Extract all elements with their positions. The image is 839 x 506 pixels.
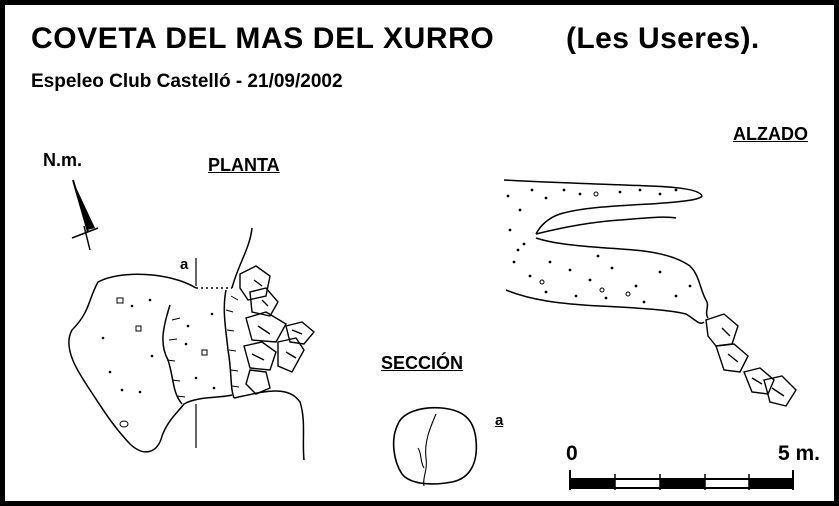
- elevation-boulders: [705, 313, 797, 407]
- elevation-view: [503, 179, 797, 407]
- section-mark-section: a: [495, 412, 504, 429]
- map-location: (Les Useres).: [566, 22, 760, 55]
- map-title: COVETA DEL MAS DEL XURRO: [31, 22, 495, 55]
- plan-label: PLANTA: [208, 155, 280, 175]
- map-subtitle: Espeleo Club Castelló - 21/09/2002: [31, 71, 343, 92]
- scale-start-label: 0: [566, 442, 578, 465]
- north-arrow-icon: [71, 179, 99, 251]
- scale-bar: [569, 470, 794, 490]
- plan-view: [68, 227, 315, 461]
- section-view: [392, 406, 478, 487]
- section-mark-plan: a: [180, 256, 189, 273]
- plan-boulders: [239, 265, 315, 395]
- scale-end-label: 5 m.: [778, 442, 821, 465]
- north-label: N.m.: [43, 150, 83, 170]
- section-label: SECCIÓN: [381, 353, 464, 373]
- elevation-label: ALZADO: [733, 124, 808, 144]
